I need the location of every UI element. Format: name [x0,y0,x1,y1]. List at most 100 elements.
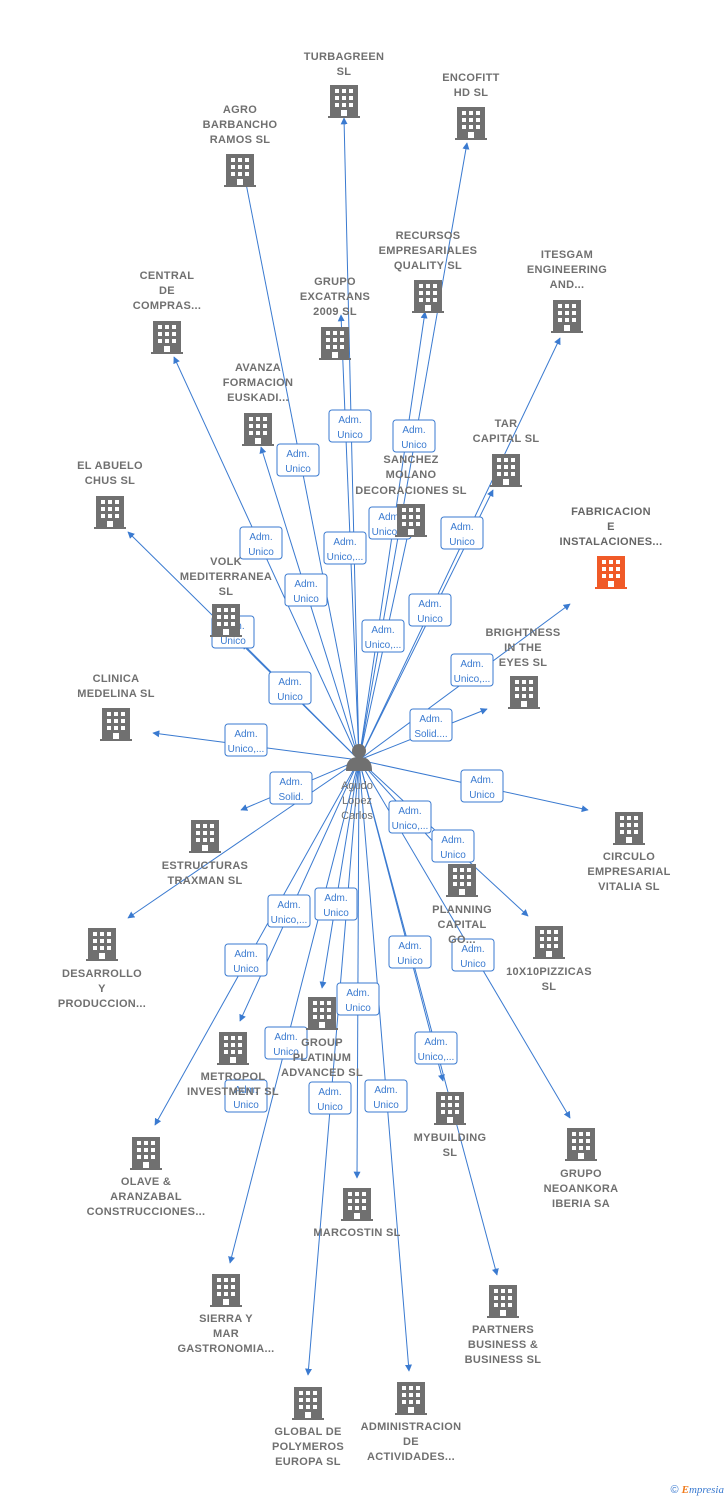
edge-label-global-polymeros[interactable]: Adm.Unico [364,1079,408,1113]
edge-label-avanza-formacion[interactable]: Adm.Unico [284,573,328,607]
company-label: AND... [550,279,585,291]
edge-line-administracion-actividades [358,759,412,1372]
edge-label-planning-capital[interactable]: Adm.Unico [431,829,475,863]
edge-label-box [224,1079,268,1113]
edge-label-desarrollo-produccion[interactable]: Adm.Unico,... [267,894,311,928]
edge-line-partners-business [358,759,499,1276]
edge-label-itesgam[interactable]: Adm.Unico [440,516,484,550]
edge-label-agro-barbancho[interactable]: Adm.Unico [276,443,320,477]
edge-label-text: Unico [273,1047,299,1058]
edge-label-text: Unico,... [271,915,308,926]
building-icon [412,280,444,313]
company-label: ARANZABAL [110,1191,182,1203]
edge-label-clinica-medelina[interactable]: Adm.Unico,... [224,723,268,757]
edge-label-group-platinum[interactable]: Adm.Unico [388,935,432,969]
edge-label-box [451,938,495,972]
edge-label-box [450,653,494,687]
edge-label-box [388,935,432,969]
company-label: EL ABUELO [77,460,143,472]
company-node-administracion-actividades[interactable]: ADMINISTRACIONDEACTIVIDADES... [361,1382,462,1463]
edge-label-text: Unico [248,547,274,558]
edge-label-brightness-eyes[interactable]: Adm.Solid.... [409,708,453,742]
edge-label-estructuras-traxman[interactable]: Adm.Solid. [269,771,313,805]
edge-label-marcostin[interactable]: Adm.Unico [264,1026,308,1060]
edge-label-administracion-actividades[interactable]: Adm.Unico [224,1079,268,1113]
edge-label-sanchez-molano[interactable]: Adm.Unico,... [361,619,405,653]
edge-label-text: Unico,... [228,744,265,755]
edge-label-box [284,573,328,607]
edge-label-grupo-excatrans[interactable]: Adm.Unico,... [323,531,367,565]
company-node-sierra-mar[interactable]: SIERRA YMARGASTRONOMIA... [177,1274,274,1355]
edge-label-central-compras[interactable]: Adm.Unico [239,526,283,560]
edge-line-marcostin [353,759,361,1179]
edge-label-partners-business[interactable]: Adm.Unico [308,1081,352,1115]
edge-label-circulo-empresarial[interactable]: Adm.Unico [460,769,504,803]
edge-label-text: Adm. [234,949,257,960]
edge-label-text: Adm. [460,659,483,670]
edge-label-box [276,443,320,477]
edge-label-grupo-neoankora[interactable]: Adm.Unico [224,943,268,977]
company-node-itesgam[interactable]: ITESGAMENGINEERINGAND... [527,249,607,333]
edge-label-text: Unico,... [392,821,429,832]
company-node-desarrollo-produccion[interactable]: DESARROLLOYPRODUCCION... [58,928,146,1010]
edge-label-fabricacion-instalaciones[interactable]: Adm.Unico,... [450,653,494,687]
edge-label-text: Unico [337,430,363,441]
edge-label-text: Unico [440,850,466,861]
edge-label-text: Unico [397,956,423,967]
edge-label-olave-aranzabal[interactable]: Adm.Unico [336,982,380,1016]
person-icon [346,744,372,771]
company-label: EMPRESARIAL [587,866,670,878]
edge-label-text: Adm. [378,512,401,523]
edge-label-box [431,829,475,863]
center-name-line: Lopez [342,795,372,807]
company-node-avanza-formacion[interactable]: AVANZAFORMACIONEUSKADI... [223,362,294,446]
company-node-central-compras[interactable]: CENTRALDECOMPRAS... [133,270,201,354]
company-label: CLINICA [93,673,140,685]
edge-label-volk-mediterranea[interactable]: Adm.Unico [268,671,312,705]
company-node-marcostin[interactable]: MARCOSTIN SL [313,1188,400,1239]
edge-label-encofitt[interactable]: Adm.Unico [392,419,436,453]
company-node-planning-capital[interactable]: PLANNINGCAPITALGO... [432,864,492,946]
edge-label-box [264,1026,308,1060]
edge-label-box [440,516,484,550]
edge-label-text: Adm. [279,777,302,788]
company-label: RECURSOS [396,230,461,242]
company-node-olave-aranzabal[interactable]: OLAVE &ARANZABALCONSTRUCCIONES... [87,1137,206,1218]
company-label: VITALIA SL [598,881,660,893]
company-label: FORMACION [223,377,294,389]
company-label: TURBAGREEN [304,51,385,63]
edge-label-text: Adm. [424,1037,447,1048]
edge-label-10x10pizzicas[interactable]: Adm.Unico,... [388,800,432,834]
edge-label-mybuilding[interactable]: Adm.Unico [451,938,495,972]
edge-line-desarrollo-produccion [127,759,360,919]
company-label: ESTRUCTURAS [162,860,248,872]
center-person-node[interactable]: Agudo Lopez Carlos [341,744,373,822]
edge-label-turbagreen[interactable]: Adm.Unico [328,409,372,443]
edge-label-tar-capital[interactable]: Adm.Unico [408,593,452,627]
edge-label-metropol-investment[interactable]: Adm.Unico [314,887,358,921]
company-label: ITESGAM [541,249,593,261]
company-node-fabricacion-instalaciones[interactable]: FABRICACIONEINSTALACIONES... [560,506,663,589]
edge-label-sierra-mar[interactable]: Adm.Unico,... [414,1031,458,1065]
